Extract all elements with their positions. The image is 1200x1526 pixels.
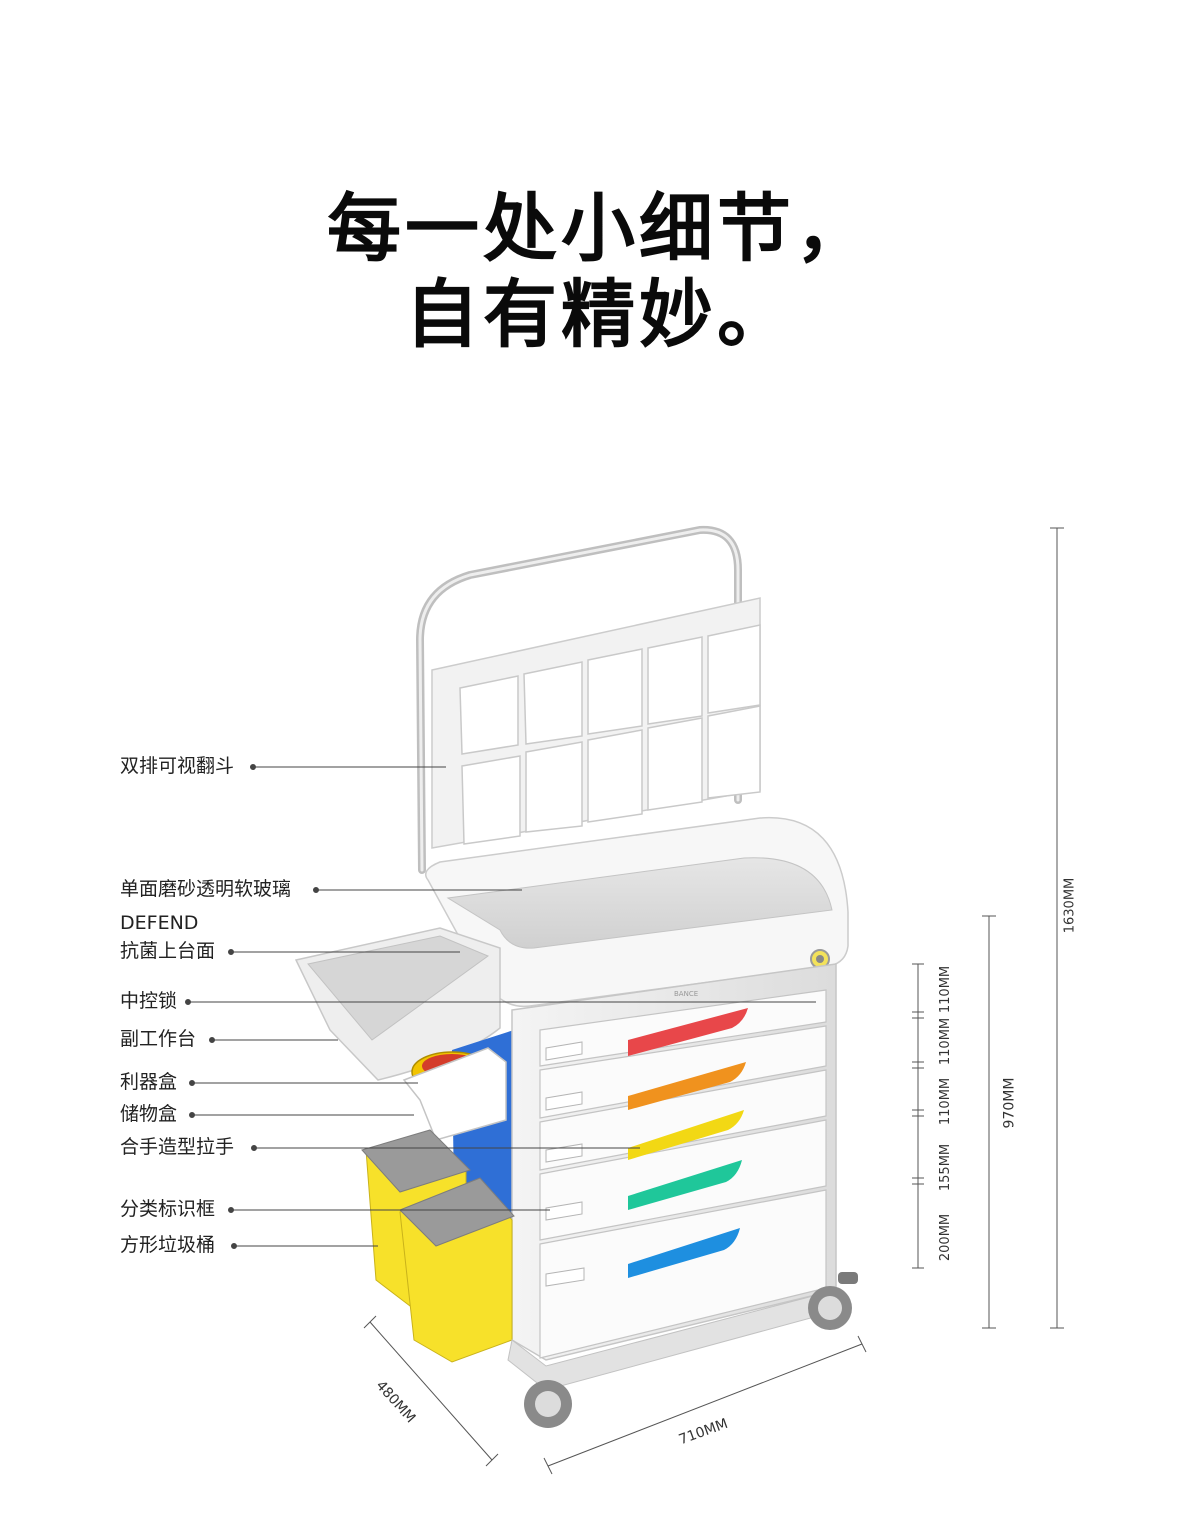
headline-line-1: 每一处小细节， <box>327 186 873 272</box>
headline-line-2: 自有精妙。 <box>405 272 795 358</box>
callout-bins: 方形垃圾桶 <box>120 1234 216 1256</box>
drawers <box>539 989 827 1359</box>
casters <box>524 1272 858 1428</box>
handle-orange <box>628 1062 746 1110</box>
callout-storage-box: 储物盒 <box>120 1103 178 1125</box>
dimension-lines <box>363 527 1064 1475</box>
tilt-bins <box>459 624 761 845</box>
dim-body-height: 970MM <box>1001 1077 1018 1129</box>
storage-box <box>402 1047 507 1141</box>
brand-mark: BANCE <box>674 990 698 998</box>
handle-yellow <box>628 1110 744 1160</box>
dim-drawer-3: 110MM <box>938 1077 954 1126</box>
callout-central-lock: 中控锁 <box>120 990 178 1012</box>
callout-top-surface: 抗菌上台面 <box>120 940 216 962</box>
callout-defend: DEFEND <box>120 912 199 934</box>
callout-sharps-box: 利器盒 <box>120 1071 178 1093</box>
handle-red <box>628 1008 748 1056</box>
label-frames <box>545 1041 585 1287</box>
dim-drawer-5: 200MM <box>938 1213 954 1262</box>
dim-drawer-2: 110MM <box>938 1017 954 1066</box>
callout-handle: 合手造型拉手 <box>120 1136 235 1158</box>
handle-green <box>628 1160 742 1210</box>
callout-side-table: 副工作台 <box>120 1028 197 1050</box>
callout-glass: 单面磨砂透明软玻璃 <box>120 878 292 900</box>
dim-drawer-4: 155MM <box>938 1143 954 1192</box>
dim-total-height: 1630MM <box>1062 877 1078 934</box>
callout-label-frame: 分类标识框 <box>120 1198 216 1220</box>
dim-drawer-1: 110MM <box>938 965 954 1014</box>
handle-blue <box>628 1228 740 1278</box>
callout-tilt-bins: 双排可视翻斗 <box>120 755 235 777</box>
